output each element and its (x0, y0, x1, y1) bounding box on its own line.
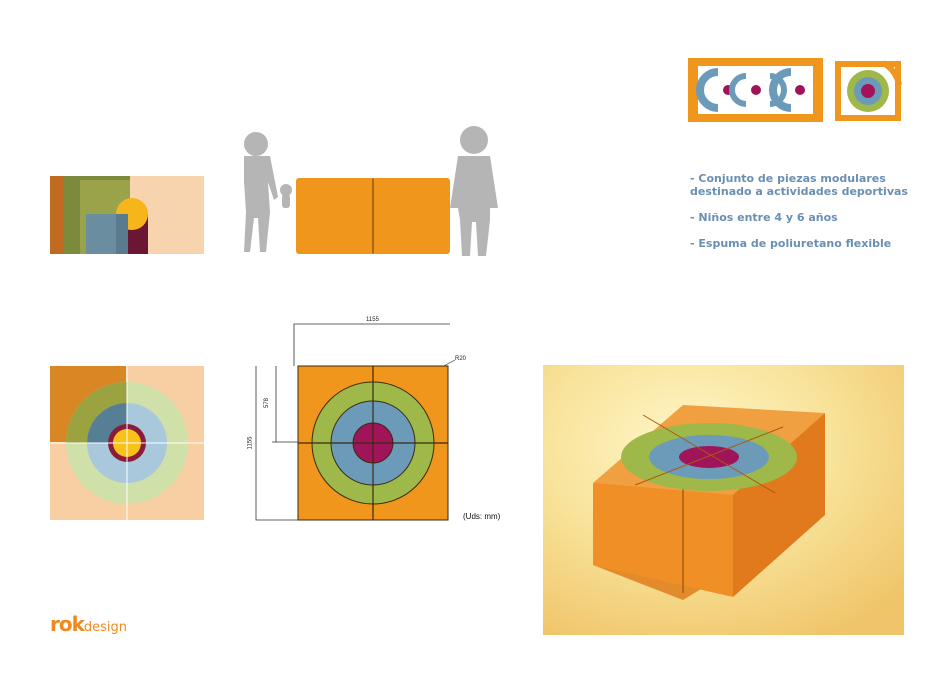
feature-item: - Conjunto de piezas modulares destinado… (690, 172, 940, 198)
feature-item: - Niños entre 4 y 6 años (690, 211, 940, 224)
render-image (543, 365, 904, 635)
feature-item: - Espuma de poliuretano flexible (690, 237, 940, 250)
pieces-illustration (50, 176, 204, 254)
scale-illustration (244, 126, 498, 256)
brand-logo-sub: design (83, 620, 128, 635)
feature-text: - Conjunto de piezas modulares (690, 172, 886, 185)
half-dimension: 578 (264, 397, 271, 409)
coloco-logo (688, 58, 823, 122)
units-note: (Uds: mm) (463, 512, 501, 521)
technical-drawing (255, 323, 456, 521)
target-logo (835, 60, 902, 121)
feature-text: - Niños entre 4 y 6 años (690, 211, 838, 224)
feature-text: destinado a actividades deportivas (690, 185, 908, 198)
height-dimension: 1155 (247, 436, 254, 450)
child-silhouette-right (450, 126, 498, 256)
top-view-illustration (50, 366, 204, 520)
child-silhouette-left (244, 132, 292, 252)
feature-list: - Conjunto de piezas modulares destinado… (690, 172, 940, 263)
width-dimension: 1155 (366, 317, 379, 323)
feature-text: - Espuma de poliuretano flexible (690, 237, 892, 250)
brand-logo: rokdesign (50, 612, 127, 636)
radius-dimension: R20 (455, 356, 467, 362)
brand-logo-main: rok (50, 612, 85, 636)
